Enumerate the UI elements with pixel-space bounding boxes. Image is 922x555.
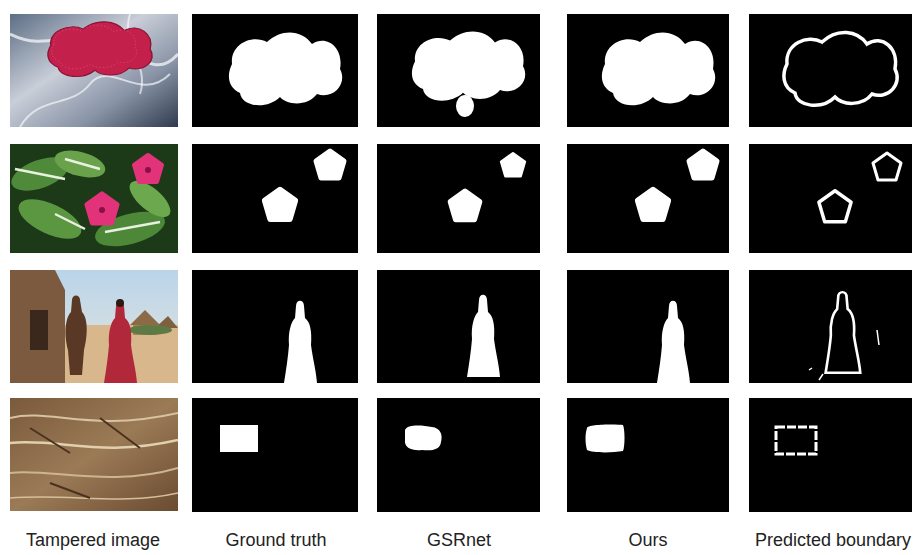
- gsrnet-mask: [377, 270, 540, 383]
- gsrnet-mask: [377, 144, 540, 253]
- tampered-photo: [10, 398, 178, 511]
- ours-mask: [567, 270, 729, 383]
- tampered-photo: [10, 270, 178, 383]
- column-label: Tampered image: [26, 529, 160, 551]
- gsrnet-mask: [377, 398, 540, 512]
- column-label: Ground truth: [225, 529, 326, 551]
- boundary-map: [749, 14, 912, 127]
- ground-truth-mask: [192, 14, 358, 127]
- ours-mask: [567, 398, 729, 512]
- column-label: Predicted boundary: [755, 529, 911, 551]
- gsrnet-mask: [377, 14, 540, 127]
- tampered-photo: [10, 14, 178, 127]
- column-label: Ours: [628, 529, 667, 551]
- ours-mask: [567, 144, 729, 253]
- tampered-photo: [10, 144, 178, 253]
- boundary-map: [749, 144, 912, 253]
- column-label: GSRnet: [427, 529, 491, 551]
- ground-truth-mask: [192, 398, 358, 512]
- ground-truth-mask: [192, 144, 358, 253]
- ours-mask: [567, 14, 729, 127]
- boundary-map: [749, 270, 912, 383]
- ground-truth-mask: [192, 270, 358, 383]
- boundary-map: [749, 398, 912, 512]
